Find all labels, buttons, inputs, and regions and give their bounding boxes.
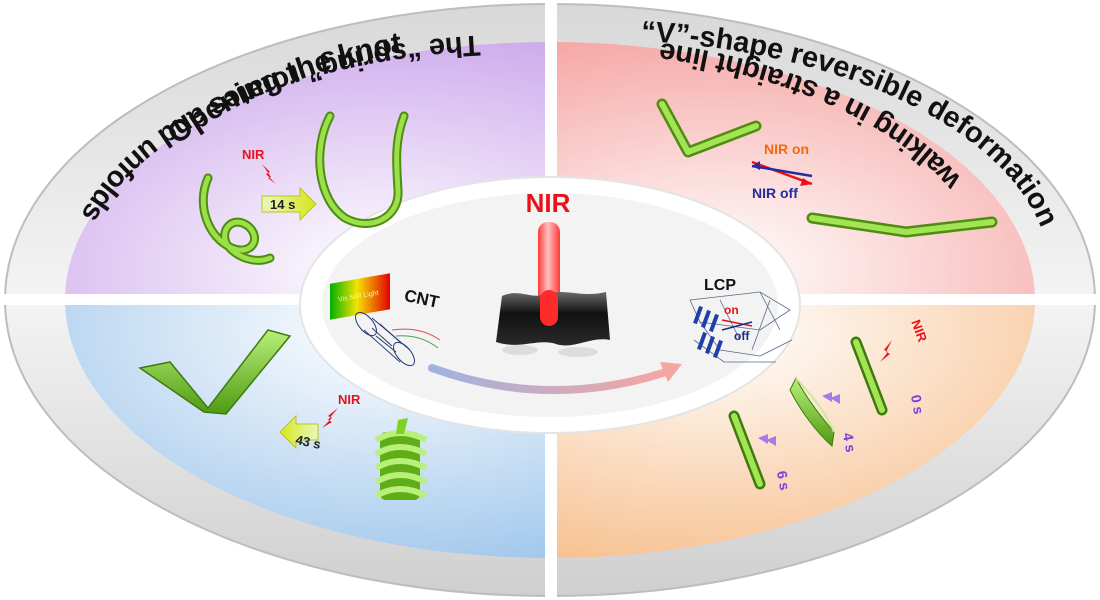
tr-nir-off-label: NIR off	[752, 185, 798, 201]
br-lightning-icon	[880, 340, 892, 362]
laser-spot	[540, 290, 558, 326]
lcp-label: LCP	[704, 277, 736, 294]
tl-nir-label: NIR	[242, 147, 265, 162]
spring-coil-illustration	[374, 418, 428, 500]
tl-lightning-icon	[262, 164, 276, 184]
tr-on-arrowhead-icon	[800, 178, 812, 186]
lcp-off-arrow	[721, 321, 753, 331]
flat-strip-illustration	[806, 212, 998, 238]
lcp-mesogen-rods	[693, 305, 723, 359]
walk-strip-0s	[850, 336, 888, 416]
br-nir-label: NIR	[908, 318, 930, 345]
tr-off-arrowhead-icon	[752, 161, 760, 170]
walk-strip-6s	[728, 410, 766, 490]
tr-off-arrow	[751, 164, 813, 178]
br-time-2: 6 s	[774, 469, 793, 491]
br-time-0: 0 s	[908, 393, 927, 415]
tl-time-label: 14 s	[270, 197, 295, 212]
bl-nir-label: NIR	[338, 392, 361, 407]
walk-arrow-2-icon	[758, 434, 776, 446]
tr-nir-on-label: NIR on	[764, 141, 809, 157]
knot-illustration	[198, 173, 275, 265]
bl-lightning-icon	[322, 408, 338, 428]
tl-time-arrow: 14 s	[261, 186, 317, 222]
light-spectrum-bar	[330, 273, 390, 320]
walk-strip-4s	[789, 376, 835, 447]
lcp-off-label: off	[734, 329, 750, 343]
lcp-on-label: on	[724, 303, 739, 317]
bl-time-arrow: 43 s	[279, 414, 322, 452]
walk-arrow-1-icon	[822, 392, 840, 404]
carbon-nanotube-illustration	[355, 311, 441, 367]
bl-time-label: 43 s	[294, 432, 322, 452]
lcp-on-arrow	[721, 319, 753, 327]
center-flow-arrowhead-icon	[660, 362, 682, 382]
center-nir-label: NIR	[526, 188, 571, 218]
opened-strip-illustration	[315, 111, 409, 228]
br-time-1: 4 s	[840, 431, 859, 453]
v-strip-illustration	[656, 98, 762, 158]
center-flow-arrow	[428, 364, 670, 394]
unfolded-ribbon-illustration	[138, 329, 292, 415]
tr-on-arrow	[751, 160, 813, 186]
